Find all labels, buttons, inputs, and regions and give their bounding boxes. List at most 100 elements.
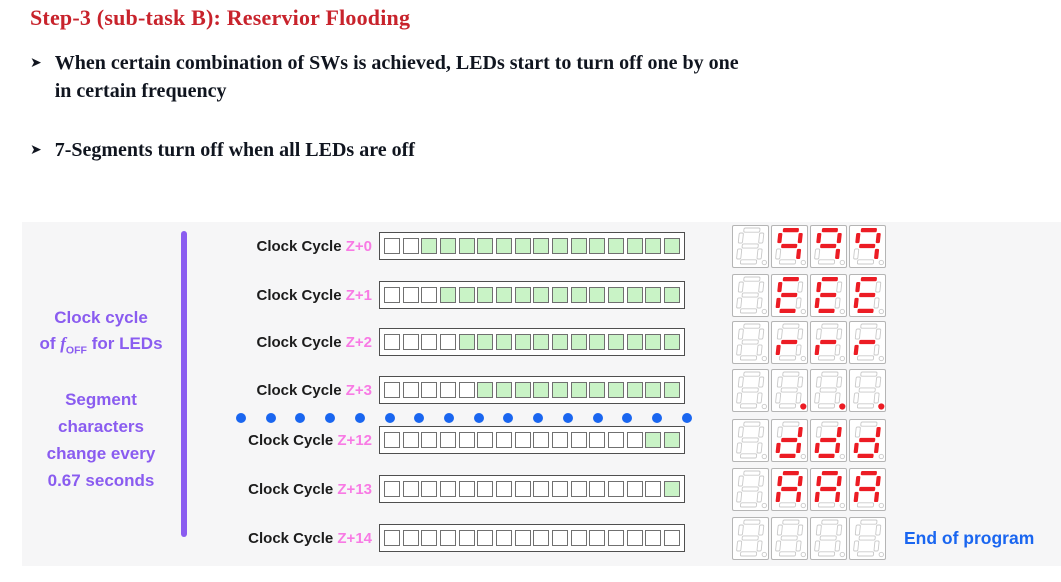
led-off	[384, 382, 400, 398]
end-of-program-label: End of program	[904, 527, 1035, 548]
led-on	[663, 334, 680, 350]
led-on	[495, 382, 512, 398]
seven-segment-group	[732, 273, 886, 317]
led-on	[663, 238, 680, 254]
cycle-number: Z+14	[337, 529, 372, 547]
led-on	[421, 238, 438, 254]
led-off	[514, 481, 531, 497]
seven-segment-display	[732, 368, 769, 412]
led-bar	[379, 232, 685, 260]
sidebar-note-segment-characters: Segment characters change every 0.67 sec…	[46, 390, 156, 490]
seven-segment-display	[771, 273, 808, 317]
cycle-label: Clock Cycle Z+12	[22, 432, 372, 449]
led-on	[514, 287, 531, 303]
led-off	[384, 432, 400, 448]
led-on	[570, 334, 587, 350]
led-off	[402, 238, 419, 254]
seven-segment-display	[810, 368, 847, 412]
page-title: Step-3 (sub-task B): Reservior Flooding	[30, 5, 411, 30]
seven-segment-display	[771, 368, 808, 412]
frequency-symbol: f	[60, 334, 66, 353]
led-on	[626, 334, 643, 350]
cycle-label: Clock Cycle Z+13	[22, 481, 372, 498]
led-on	[645, 382, 662, 398]
led-on	[589, 287, 606, 303]
seven-segment-display	[810, 273, 847, 317]
led-on	[607, 238, 624, 254]
led-on	[551, 382, 568, 398]
led-on	[589, 334, 606, 350]
seven-segment-display	[810, 467, 847, 511]
led-off	[384, 530, 400, 546]
cycle-label: Clock Cycle Z+0	[22, 238, 372, 255]
seven-segment-display	[849, 320, 886, 364]
sidebar-note-clock-cycle: Clock cycle of fOFF for LEDs	[22, 305, 180, 363]
led-bar	[379, 376, 685, 404]
led-on	[626, 238, 643, 254]
led-on	[645, 334, 662, 350]
led-on	[533, 334, 550, 350]
led-on	[533, 238, 550, 254]
led-off	[439, 432, 456, 448]
cycle-number: Z+1	[345, 286, 372, 304]
bullet-item-leds: ➤ When certain combination of SWs is ach…	[30, 49, 739, 105]
cycle-number: Z+13	[337, 480, 372, 498]
led-on	[570, 382, 587, 398]
led-bar	[379, 281, 685, 309]
ellipsis-dot	[622, 413, 633, 423]
bullet-text: When certain combination of SWs is achie…	[54, 52, 739, 102]
frequency-subscript: OFF	[65, 344, 87, 357]
led-off	[551, 530, 568, 546]
ellipsis-dot	[295, 413, 306, 423]
seven-segment-group	[732, 224, 886, 268]
cycle-row-Z+12: Clock Cycle Z+12	[22, 418, 1061, 462]
led-off	[402, 287, 419, 303]
cycle-label-text: Clock Cycle	[256, 333, 346, 351]
led-on	[533, 382, 550, 398]
led-off	[384, 287, 400, 303]
led-on	[477, 238, 494, 254]
led-on	[495, 238, 512, 254]
ellipsis-dot	[503, 413, 514, 423]
led-off	[421, 287, 438, 303]
led-on	[458, 334, 475, 350]
led-off	[439, 334, 456, 350]
ellipsis-dot	[236, 413, 246, 423]
ellipsis-dots-row	[236, 413, 692, 423]
note-line: of fOFF for LEDs	[39, 334, 163, 357]
seven-segment-display	[810, 516, 847, 560]
led-off	[477, 432, 494, 448]
led-off	[607, 432, 624, 448]
led-off	[589, 530, 606, 546]
led-off	[626, 530, 643, 546]
cycle-label: Clock Cycle Z+3	[22, 382, 372, 399]
led-off	[421, 334, 438, 350]
led-off	[570, 432, 587, 448]
timeline-bar	[181, 231, 187, 537]
led-on	[439, 287, 456, 303]
led-off	[384, 238, 400, 254]
led-on	[477, 382, 494, 398]
led-off	[439, 481, 456, 497]
cycle-label-text: Clock Cycle	[256, 381, 346, 399]
led-bar	[379, 524, 685, 552]
seven-segment-display	[810, 224, 847, 268]
led-off	[495, 530, 512, 546]
ellipsis-dot	[265, 413, 276, 423]
led-on	[533, 287, 550, 303]
led-on	[477, 287, 494, 303]
led-off	[458, 382, 475, 398]
led-off	[570, 481, 587, 497]
cycle-label-text: Clock Cycle	[248, 480, 338, 498]
ellipsis-dot	[414, 413, 425, 423]
seven-segment-display	[732, 467, 769, 511]
bullet-item-segments: ➤ 7-Segments turn off when all LEDs are …	[30, 136, 415, 164]
led-on	[514, 382, 531, 398]
ellipsis-dot	[592, 413, 603, 423]
led-off	[570, 530, 587, 546]
seven-segment-group	[732, 368, 886, 412]
seven-segment-display	[810, 418, 847, 462]
seven-segment-display	[849, 273, 886, 317]
led-off	[533, 530, 550, 546]
